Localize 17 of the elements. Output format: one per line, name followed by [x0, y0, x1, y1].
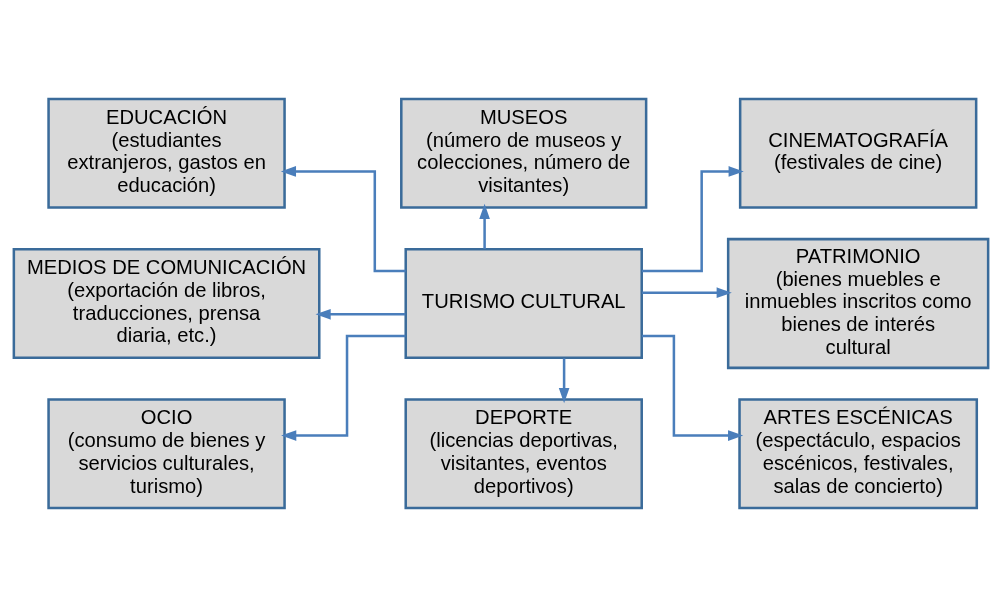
- node-box: EDUCACIÓN (estudiantes extranjeros, gastos en educación): [47, 97, 286, 209]
- arrow: [281, 334, 406, 441]
- arrow: [641, 165, 744, 272]
- node-box: TURISMO CULTURAL: [404, 247, 643, 359]
- node-box: CINEMATOGRAFÍA (festivales de cine): [738, 97, 978, 209]
- arrow: [558, 357, 570, 403]
- arrow: [479, 203, 490, 249]
- arrow: [642, 334, 744, 441]
- node-box: PATRIMONIO (bienes muebles e inmuebles inscritos como bienes de interés cultural: [726, 237, 990, 369]
- node-box: ARTES ESCÉNICAS (espectáculo, espacios escénicos, festivales, salas de concierto): [738, 397, 979, 509]
- arrow: [315, 308, 406, 320]
- arrow: [280, 165, 406, 272]
- node-box: DEPORTE (licencias deportivas, visitantes, eventos deportivos): [404, 397, 643, 509]
- node-box: MEDIOS DE COMUNICACIÓN (exportación de libros, traducciones, prensa diaria, etc.): [12, 247, 321, 359]
- node-box: OCIO (consumo de bienes y servicios culturales, turismo): [47, 397, 286, 509]
- node-box: MUSEOS (número de museos y colecciones, número de visitantes): [400, 97, 648, 209]
- arrow: [642, 286, 732, 298]
